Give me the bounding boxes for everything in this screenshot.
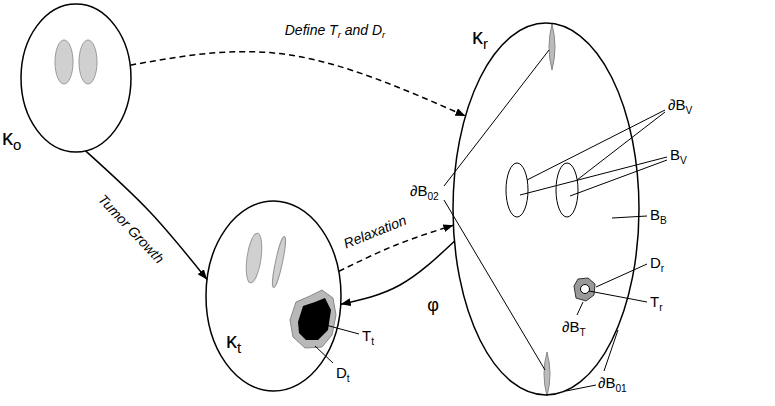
ellipse-outline [21,4,131,152]
ellipse-outline [206,201,341,391]
vessel-hole [556,163,578,217]
mapping-arrow [86,151,207,280]
boundary-label: Dr [650,254,664,272]
leader-line [577,112,665,180]
configuration-symbol: κr [472,24,488,49]
vessel-inclusion [270,236,288,288]
leader-line [577,302,583,315]
arrow-label: Relaxation [339,211,410,253]
ellipse-outline [205,200,342,392]
mapping-arrow [130,52,465,116]
vessel-inclusion [244,232,265,283]
leader-line [570,160,667,196]
ellipse-outline [20,3,132,153]
vessel-inclusion [79,40,97,84]
arrow-label: Tumor Growth [93,190,169,269]
vessel-inclusion [55,40,73,84]
ellipse-outline [453,23,639,395]
boundary-label: ∂B02 [410,182,439,200]
fixed-boundary-spindle [544,352,550,396]
tumor-damage-zone [290,290,336,348]
boundary-label: Dt [336,364,350,382]
ellipse-region: κo [20,3,132,153]
configuration-symbol: κo [2,125,21,150]
arrow-label: Define Tr and Dr [283,22,388,39]
leader-line [589,291,647,302]
boundary-label: Tr [650,293,663,311]
leader-line [527,110,665,180]
configuration-symbol: κt [226,328,241,353]
leader-line [520,157,667,195]
tumor-damage-zone [574,278,595,301]
boundary-label: ∂BT [562,318,586,336]
leader-line [596,264,647,287]
boundary-label: BB [650,206,667,224]
leader-line [444,50,549,186]
leader-line [612,216,647,218]
ellipse-region: κt [205,200,342,392]
fixed-boundary-spindle [549,24,555,70]
ellipse-region: κr [452,22,640,396]
ellipse-outline [452,22,640,396]
boundary-label: Tt [362,327,374,345]
boundary-label: ∂B01 [598,374,627,392]
arrow-label: φ [425,295,441,317]
leader-line [322,324,359,334]
boundary-label: BV [670,146,687,164]
vessel-hole [506,163,528,217]
tumor-core [298,298,331,340]
tumor-hole [581,285,590,294]
boundary-label: ∂BV [668,96,692,114]
leader-line [444,200,545,370]
